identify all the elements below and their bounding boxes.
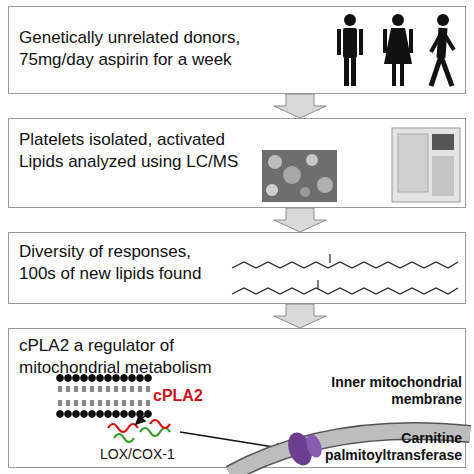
panel-text: Diversity of responses, [19, 241, 465, 263]
lipid-tail [77, 386, 78, 392]
lipid-tail [109, 400, 110, 406]
lipid-tail [75, 386, 76, 392]
lipid-tail [117, 386, 118, 392]
lipid-tail [123, 400, 124, 406]
lipid-head [97, 375, 104, 382]
lipid-tail [67, 400, 68, 406]
lipid-bilayer [57, 375, 152, 418]
lipid-tail [99, 386, 100, 392]
annotation-label: cPLA2 [153, 386, 233, 405]
lipid-tail [147, 386, 148, 392]
lipid-head [65, 375, 72, 382]
lipid-head [129, 375, 136, 382]
lipid-tail [85, 386, 86, 392]
annotation-label: Carnitine palmitoyltransferase [322, 430, 462, 464]
lipid-tail [93, 400, 94, 406]
lipid-head [57, 375, 64, 382]
lipid-tail [91, 400, 92, 406]
lipid-tail [61, 386, 62, 392]
lipid-head [105, 375, 112, 382]
annotation-label: Inner mitochondrial membrane [322, 374, 462, 408]
lipid-head [81, 375, 88, 382]
lipid-tail [83, 386, 84, 392]
lipid-head [121, 411, 128, 418]
platelet-micrograph [262, 150, 337, 202]
lipid-head [137, 375, 144, 382]
lipid-head [65, 411, 72, 418]
lipid-head [57, 411, 64, 418]
lipid-tail [85, 400, 86, 406]
lipid-tail [139, 386, 140, 392]
lipid-head [105, 411, 112, 418]
lipid-tail [149, 386, 150, 392]
lipid-tail [107, 386, 108, 392]
lipid-tail [75, 400, 76, 406]
lipid-tail [147, 400, 148, 406]
lipid-tail [133, 386, 134, 392]
lipid-tail [77, 400, 78, 406]
lipid-tail [93, 386, 94, 392]
lipid-tail [109, 386, 110, 392]
panel-text: cPLA2 a regulator of [19, 335, 465, 357]
lipid-structures [232, 254, 458, 294]
lipid-tail [125, 400, 126, 406]
lipid-tail [125, 386, 126, 392]
lipid-tail [131, 386, 132, 392]
lipid-tail [101, 400, 102, 406]
lipid-head [81, 411, 88, 418]
lipid-head [97, 411, 104, 418]
lipid-head [89, 411, 96, 418]
lipid-tail [117, 400, 118, 406]
lipid-tail [69, 386, 70, 392]
lipid-tail [59, 386, 60, 392]
flow-arrow [274, 304, 326, 328]
lipid-head [145, 375, 152, 382]
flow-arrow [274, 208, 326, 232]
lipid-tail [69, 400, 70, 406]
lipid-tail [123, 386, 124, 392]
lipid-tail [141, 386, 142, 392]
lipid-tail [115, 400, 116, 406]
lipid-tail [101, 386, 102, 392]
lipid-tail [59, 400, 60, 406]
lipid-head [129, 411, 136, 418]
lipid-tail [115, 386, 116, 392]
lipid-tail [67, 386, 68, 392]
flow-arrow [274, 94, 326, 118]
lipid-tail [83, 400, 84, 406]
lipid-tail [131, 400, 132, 406]
lipid-tail [99, 400, 100, 406]
lipid-tail [133, 400, 134, 406]
lipid-head [73, 411, 80, 418]
lipid-tail [107, 400, 108, 406]
lipid-tail [141, 400, 142, 406]
lipid-tail [139, 400, 140, 406]
lipid-tail [91, 386, 92, 392]
lipid-head [113, 411, 120, 418]
lipid-tail [149, 400, 150, 406]
annotation-label: LOX/COX-1 [100, 446, 210, 463]
lipid-head [89, 375, 96, 382]
lipid-head [113, 375, 120, 382]
lipid-head [121, 375, 128, 382]
lipid-head [73, 375, 80, 382]
lcms-instrument [392, 128, 460, 202]
people-icons [337, 14, 454, 86]
panel-text: 100s of new lipids found [19, 263, 465, 285]
lipid-tail [61, 400, 62, 406]
